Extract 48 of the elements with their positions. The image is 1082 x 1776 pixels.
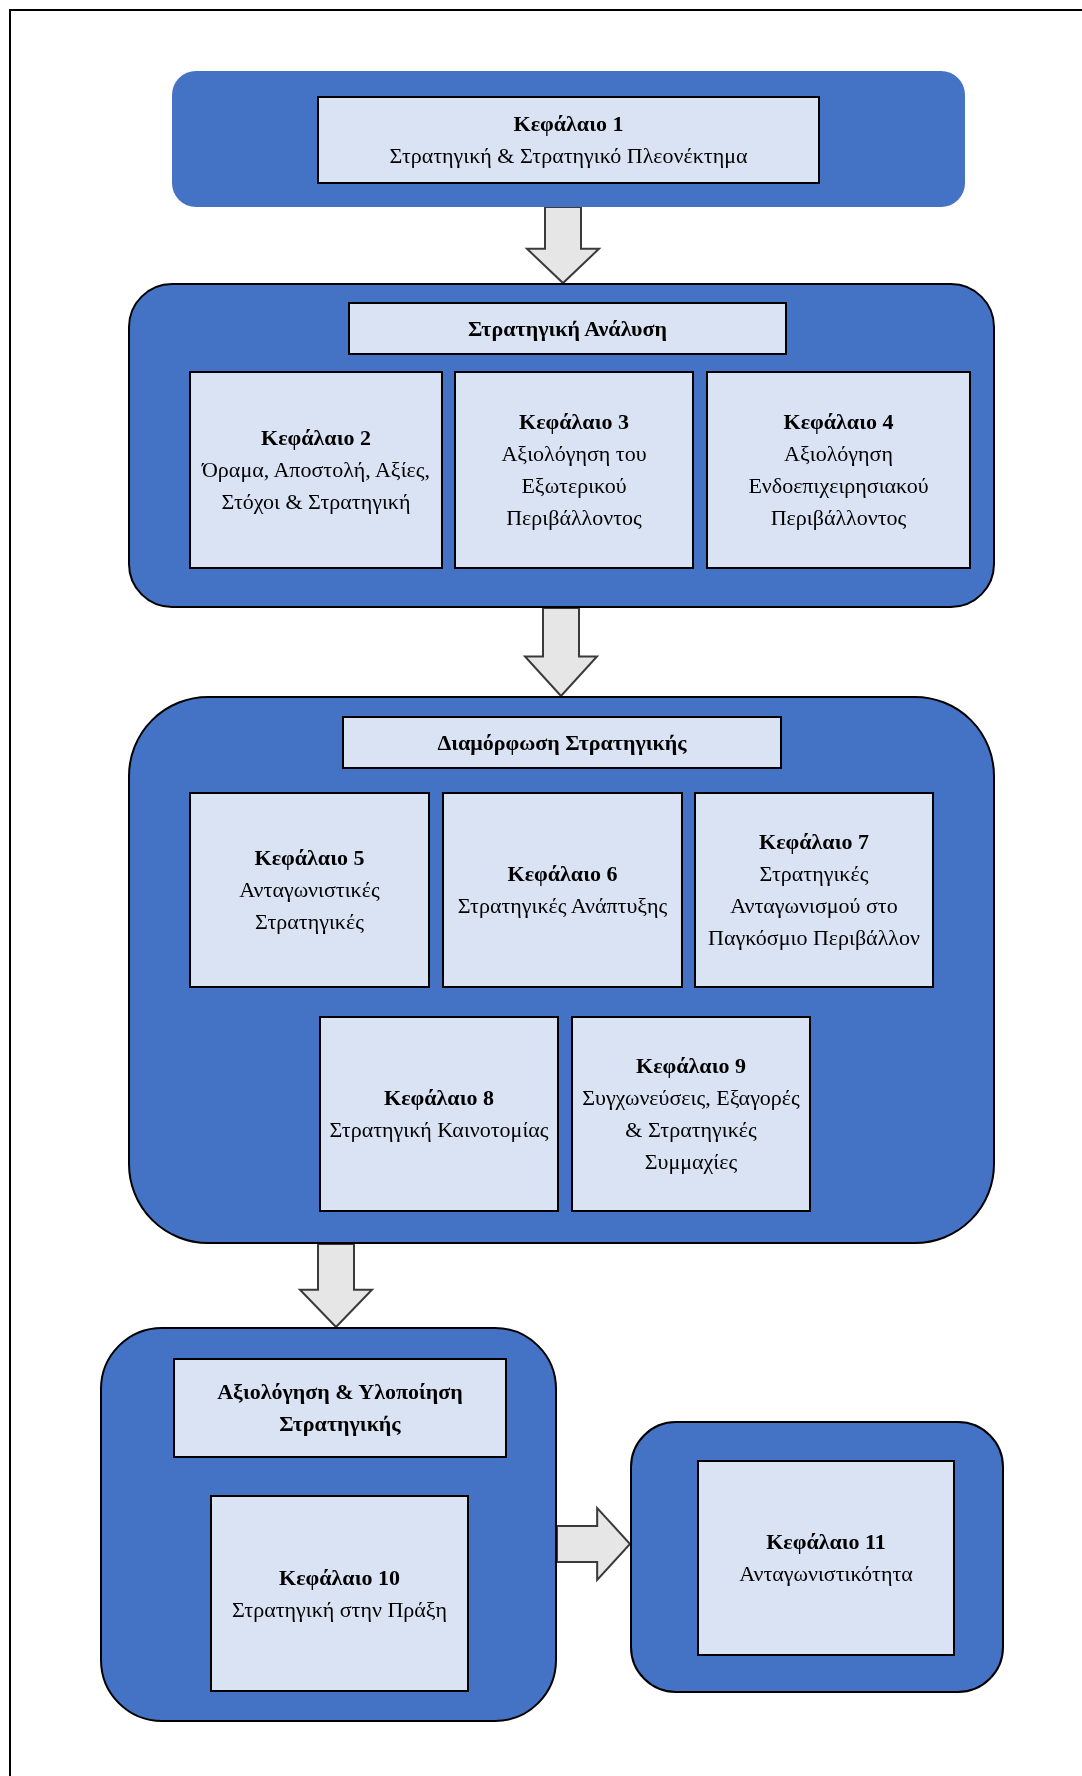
box-title: Κεφάλαιο 8 [384, 1084, 494, 1112]
box-text: Στρατηγικές Ανάπτυξης [457, 892, 668, 920]
chapter-box [319, 1016, 559, 1212]
box-text: Στρατηγικές Ανταγωνισμού στο Παγκόσμιο Περιβάλλον [707, 860, 921, 952]
box-text: Στρατηγική & Στρατηγικό Πλεονέκτημα [389, 142, 748, 170]
chapter-box [571, 1016, 811, 1212]
box-title: Κεφάλαιο 10 [279, 1563, 400, 1592]
box-title: Κεφάλαιο 11 [766, 1528, 886, 1556]
box-title: Διαμόρφωση Στρατηγικής [437, 728, 687, 757]
box-title: Κεφάλαιο 1 [513, 110, 624, 138]
box-text: Ανταγωνιστικότητα [739, 1560, 913, 1588]
chapter-box [697, 1460, 955, 1656]
chapter-box [442, 792, 683, 988]
box-text: Στρατηγική στην Πράξη [231, 1595, 448, 1624]
box-text: Αξιολόγηση του Εξωτερικού Περιβάλλοντος [500, 440, 648, 532]
box-text: Στρατηγική Καινοτομίας [329, 1116, 549, 1144]
chapter-box [342, 716, 782, 769]
group-panel [630, 1421, 1004, 1693]
block-arrow [522, 607, 600, 698]
box-title: Κεφάλαιο 7 [759, 828, 869, 856]
chapter-box [210, 1495, 469, 1692]
chapter-box [454, 371, 694, 569]
box-title: Κεφάλαιο 4 [783, 408, 894, 436]
box-title: Κεφάλαιο 2 [261, 424, 371, 452]
group-panel [172, 71, 965, 207]
chapter-box [189, 792, 430, 988]
box-title: Κεφάλαιο 5 [254, 844, 365, 872]
box-text: Συγχωνεύσεις, Εξαγορές & Στρατηγικές Συμμαχίες [581, 1084, 801, 1176]
box-title: Στρατηγική Ανάλυση [468, 314, 667, 343]
block-arrow [297, 1243, 375, 1329]
group-panel [128, 283, 995, 608]
box-text: Όραμα, Αποστολή, Αξίες, Στόχοι & Στρατηγική [200, 456, 431, 516]
block-arrow [524, 206, 602, 285]
chapter-box [706, 371, 971, 569]
group-panel [128, 696, 995, 1244]
box-title: Κεφάλαιο 6 [507, 860, 618, 888]
chapter-box [317, 96, 820, 184]
chapter-box [694, 792, 934, 988]
chapter-box [348, 302, 787, 355]
group-panel [100, 1327, 557, 1722]
box-text: Ανταγωνιστικές Στρατηγικές [238, 876, 381, 936]
block-arrow [556, 1505, 632, 1583]
box-title: Κεφάλαιο 3 [519, 408, 629, 436]
chapter-box [173, 1358, 507, 1458]
box-text: Αξιολόγηση Ενδοεπιχειρησιακού Περιβάλλοντος [747, 440, 930, 532]
chapter-box [189, 371, 443, 569]
box-title: Κεφάλαιο 9 [636, 1052, 746, 1080]
box-title: Αξιολόγηση & Υλοποίηση Στρατηγικής [216, 1378, 464, 1438]
